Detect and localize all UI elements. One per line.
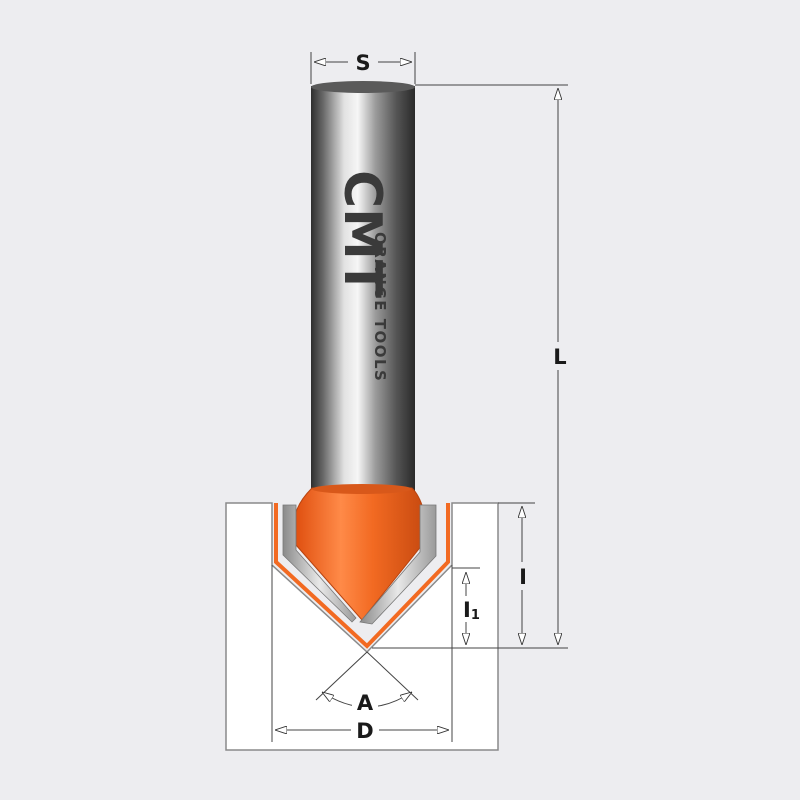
dimension-i-label: I: [519, 565, 527, 589]
brand-logo: CMT ORANGE TOOLS: [332, 170, 392, 382]
logo-subtext: ORANGE TOOLS: [371, 232, 389, 382]
v-groove-outline: [274, 503, 450, 649]
cutter-head: [295, 484, 425, 621]
dimension-d-label: D: [356, 719, 373, 743]
logo-text: CMT: [332, 170, 392, 296]
dimension-i1-label: I1: [463, 598, 480, 623]
shank: [311, 81, 415, 491]
carbide-blade-right: [359, 504, 437, 625]
carbide-blade-left: [282, 504, 357, 623]
dimension-l-label: L: [553, 345, 566, 369]
dimension-s-label: S: [355, 51, 370, 75]
dimension-angle-label: A: [357, 691, 374, 715]
workpiece-block: [225, 502, 499, 751]
